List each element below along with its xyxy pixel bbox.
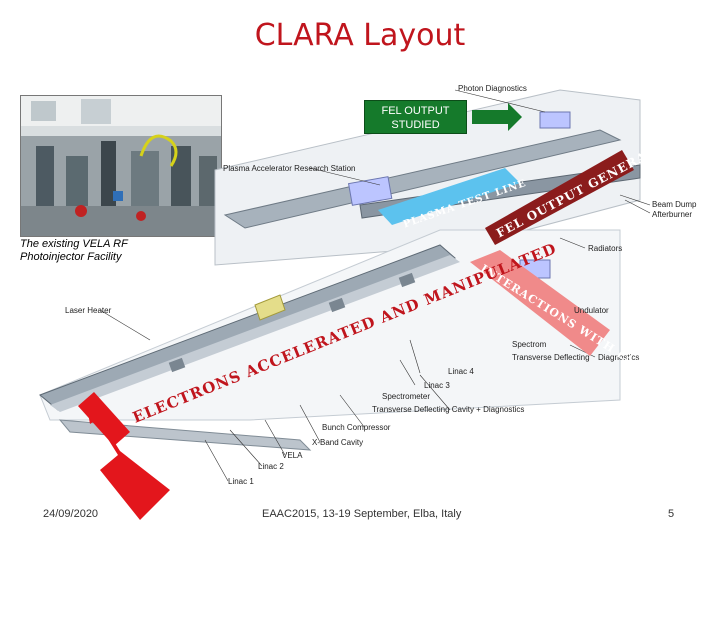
fel-band <box>485 150 634 245</box>
label-linac3: Linac 3 <box>424 381 450 390</box>
label-radiators: Radiators <box>588 244 623 253</box>
label-undulator: Undulator <box>574 306 609 315</box>
label-plasma-station: Plasma Accelerator Research Station <box>223 164 356 173</box>
label-beam-dump: Beam Dump <box>652 200 697 209</box>
caption-line2: Photoinjector Facility <box>20 251 122 263</box>
fel-box-line1: FEL OUTPUT <box>381 105 450 117</box>
label-afterburner: Afterburner <box>652 210 693 219</box>
fel-box-line2: STUDIED <box>391 119 440 131</box>
clara-layout-diagram <box>39 89 651 520</box>
label-linac4: Linac 4 <box>448 367 474 376</box>
label-photon-diagnostics: Photon Diagnostics <box>458 84 527 93</box>
red-arrow-icon <box>78 392 130 446</box>
interactions-band <box>470 250 610 356</box>
label-laser-heater: Laser Heater <box>65 306 112 315</box>
photo-caption: The existing VELA RF Photoinjector Facil… <box>20 238 128 264</box>
label-spectrometer: Spectrometer <box>382 392 431 401</box>
right-arrow-icon <box>472 103 522 131</box>
page-title: CLARA Layout <box>254 18 466 53</box>
footer-page-number: 5 <box>668 508 675 520</box>
fel-output-box: FEL OUTPUT STUDIED <box>364 100 467 134</box>
label-linac1: Linac 1 <box>228 477 254 486</box>
label-tdc-diagnostics: Transverse Deflecting Cavity + Diagnosti… <box>372 405 525 414</box>
label-linac2: Linac 2 <box>258 462 284 471</box>
label-bunch-compressor: Bunch Compressor <box>322 423 391 432</box>
label-transverse-deflecting: Transverse Deflecting <box>512 353 590 362</box>
label-spectrometer-top: Spectrom <box>512 340 547 349</box>
label-xband-cavity: X-Band Cavity <box>312 438 364 447</box>
plasma-band <box>378 168 520 225</box>
label-diagnostics: Diagnostics <box>598 353 640 362</box>
label-vela: VELA <box>282 451 303 460</box>
footer-conference: EAAC2015, 13-19 September, Elba, Italy <box>262 508 462 520</box>
vela-facility-photo <box>20 95 222 237</box>
caption-line1: The existing VELA RF <box>20 238 128 250</box>
footer-date: 24/09/2020 <box>43 508 99 520</box>
